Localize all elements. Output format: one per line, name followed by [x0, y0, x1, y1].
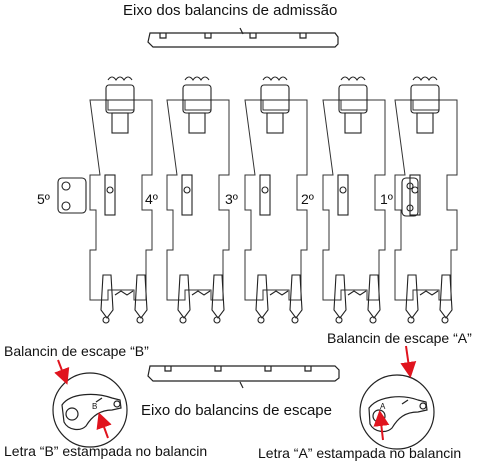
intake-rocker-body-3	[266, 112, 284, 134]
letter-b-label: Letra “B” estampada no balancin	[4, 443, 208, 459]
exhaust-spring-2	[191, 290, 211, 296]
intake-rocker-body-5	[416, 112, 434, 134]
rocker-b-detail	[52, 372, 128, 448]
intake-rocker-1	[105, 84, 135, 114]
intake-rocker-top-5	[412, 76, 438, 81]
end-bracket-right-hole-bottom	[406, 204, 414, 212]
head-bay-2	[166, 99, 230, 301]
cylinder-number-4: 4º	[145, 191, 158, 207]
pivot-2	[181, 174, 193, 216]
end-bracket-right	[401, 177, 419, 217]
intake-shaft-label: Eixo dos balancins de admissão	[123, 2, 338, 19]
stamp-letter-a: A	[380, 402, 386, 411]
intake-rocker-top-2	[184, 76, 210, 81]
end-bracket-left-hole-top	[61, 181, 71, 191]
exhaust-rocker-right-3	[289, 274, 303, 319]
exhaust-rocker-right-4	[367, 274, 381, 319]
letter-a-label: Letra “A” estampada no balancin	[258, 445, 462, 461]
exhaust-rocker-left-3	[255, 274, 269, 319]
exhaust-tip-right-1	[136, 316, 144, 324]
rocker-a-label: Balancin de escape “A”	[327, 330, 472, 346]
intake-rocker-5	[410, 84, 440, 114]
exhaust-rocker-left-4	[333, 274, 347, 319]
head-bay-1	[89, 99, 153, 301]
cylinder-number-5: 5º	[37, 191, 50, 207]
pivot-hole-1	[106, 186, 114, 194]
exhaust-rocker-left-5	[405, 274, 419, 319]
end-bracket-right-hole-top	[406, 182, 414, 190]
head-bay-5	[394, 99, 458, 301]
exhaust-tip-left-5	[407, 316, 415, 324]
rocker-a-detail	[359, 374, 435, 450]
exhaust-tip-left-4	[335, 316, 343, 324]
exhaust-rocker-right-1	[134, 274, 148, 319]
end-bracket-left-hole-bottom	[61, 201, 71, 211]
head-bay-4	[322, 99, 386, 301]
exhaust-tip-right-4	[369, 316, 377, 324]
exhaust-tip-right-5	[441, 316, 449, 324]
exhaust-spring-4	[347, 290, 367, 296]
exhaust-tip-right-3	[291, 316, 299, 324]
exhaust-tip-left-3	[257, 316, 265, 324]
cylinder-number-2: 2º	[301, 191, 314, 207]
exhaust-tip-right-2	[213, 316, 221, 324]
intake-rocker-2	[182, 84, 212, 114]
exhaust-spring-3	[269, 290, 289, 296]
intake-rocker-body-1	[111, 112, 129, 134]
rocker-arms	[57, 76, 453, 324]
intake-rocker-body-2	[188, 112, 206, 134]
intake-rocker-4	[338, 84, 368, 114]
intake-rocker-body-4	[344, 112, 362, 134]
exhaust-rocker-left-1	[100, 274, 114, 319]
cylinder-number-3: 3º	[225, 191, 238, 207]
exhaust-spring-5	[419, 290, 439, 296]
pivot-5	[409, 174, 421, 216]
pointer-arrows	[54, 345, 417, 441]
pivot-hole-3	[261, 186, 269, 194]
intake-rocker-shaft	[147, 27, 339, 48]
intake-rocker-top-4	[340, 76, 366, 81]
intake-rocker-top-1	[107, 76, 133, 81]
stamp-letter-b: B	[92, 402, 97, 411]
exhaust-rocker-left-2	[177, 274, 191, 319]
pivot-hole-4	[339, 186, 347, 194]
pivot-4	[337, 174, 349, 216]
intake-rocker-3	[260, 84, 290, 114]
intake-rocker-top-3	[262, 76, 288, 81]
cylinder-number-1: 1º	[380, 191, 393, 207]
exhaust-spring-1	[114, 290, 134, 296]
exhaust-rocker-right-5	[439, 274, 453, 319]
exhaust-rocker-shaft	[147, 365, 340, 389]
exhaust-tip-left-2	[179, 316, 187, 324]
exhaust-tip-left-1	[102, 316, 110, 324]
pivot-3	[259, 174, 271, 216]
pivot-hole-2	[183, 186, 191, 194]
head-bay-3	[244, 99, 308, 301]
exhaust-shaft-label: Eixo do balancins de escape	[141, 402, 332, 419]
pivot-1	[104, 174, 116, 216]
rocker-b-label: Balancin de escape “B”	[4, 343, 149, 359]
end-bracket-left	[57, 177, 87, 214]
exhaust-rocker-right-2	[211, 274, 225, 319]
